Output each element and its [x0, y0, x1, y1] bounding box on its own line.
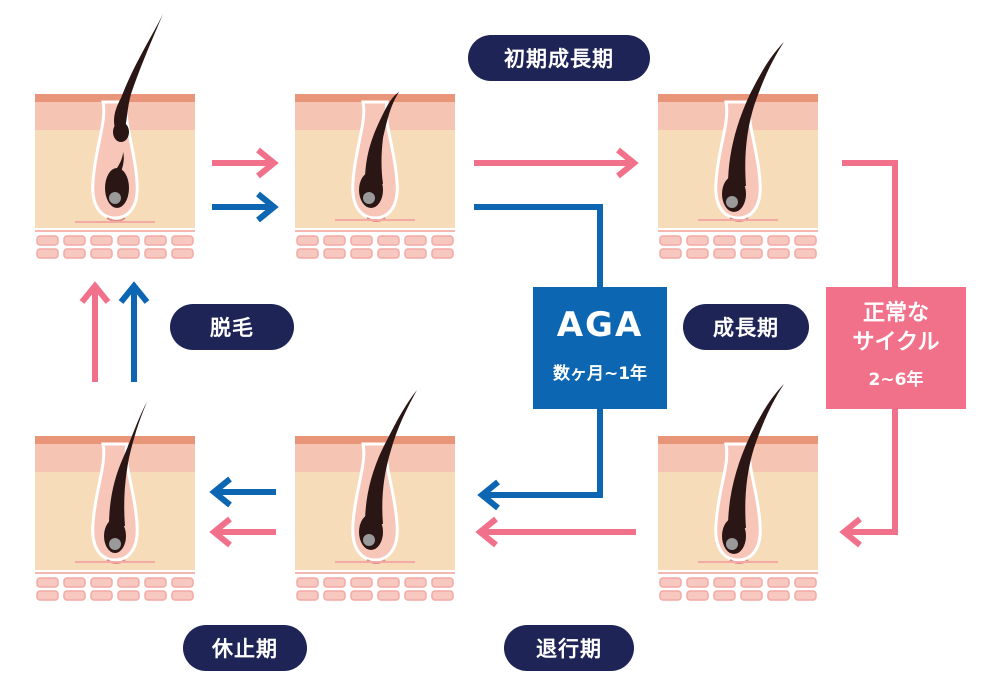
- label-resting: 休止期: [183, 625, 307, 671]
- arrow-pink-early-to-growth: [474, 147, 639, 179]
- arrow-pink-normal-cycle: [839, 160, 898, 548]
- label-growth: 成長期: [683, 304, 809, 350]
- skin-cross-section-growth: [657, 42, 819, 259]
- arrow-pink-resting-to-hairloss: [79, 281, 111, 382]
- normal-cycle-title-line1: 正常な: [862, 301, 929, 326]
- normal-cycle-title-line2: サイクル: [852, 330, 940, 355]
- normal-cycle-box: 正常な サイクル 2~6年: [826, 287, 966, 409]
- arrow-blue-hairloss-to-early-growth: [212, 191, 279, 223]
- label-regression-text: 退行期: [536, 637, 602, 661]
- label-early-growth-text: 初期成長期: [504, 47, 614, 71]
- normal-cycle-duration: 2~6年: [868, 370, 924, 390]
- arrow-pink-hairloss-to-early-growth: [212, 147, 279, 179]
- label-early-growth: 初期成長期: [468, 35, 650, 81]
- label-resting-text: 休止期: [212, 637, 278, 661]
- label-growth-text: 成長期: [713, 316, 779, 340]
- arrow-pink-mid-to-resting: [209, 516, 276, 548]
- aga-duration: 数ヶ月~1年: [552, 364, 648, 384]
- skin-cross-section-resting: [34, 402, 196, 601]
- arrow-blue-mid-to-resting: [209, 476, 276, 508]
- skin-cross-section-early-growth: [294, 92, 456, 259]
- label-hair-loss-text: 脱毛: [210, 316, 254, 340]
- aga-cycle-box: AGA 数ヶ月~1年: [533, 287, 667, 409]
- arrow-blue-resting-to-hairloss: [118, 281, 150, 382]
- skin-cross-section-hair-loss: [34, 14, 196, 259]
- aga-title: AGA: [556, 305, 644, 345]
- arrow-blue-early-to-aga-to-regression: [474, 204, 603, 511]
- skin-cross-section-regression: [657, 384, 819, 601]
- arrow-pink-regression-to-mid: [475, 516, 636, 548]
- skin-cross-section-regression-mid: [294, 390, 456, 601]
- label-regression: 退行期: [504, 625, 634, 671]
- label-hair-loss: 脱毛: [170, 304, 294, 350]
